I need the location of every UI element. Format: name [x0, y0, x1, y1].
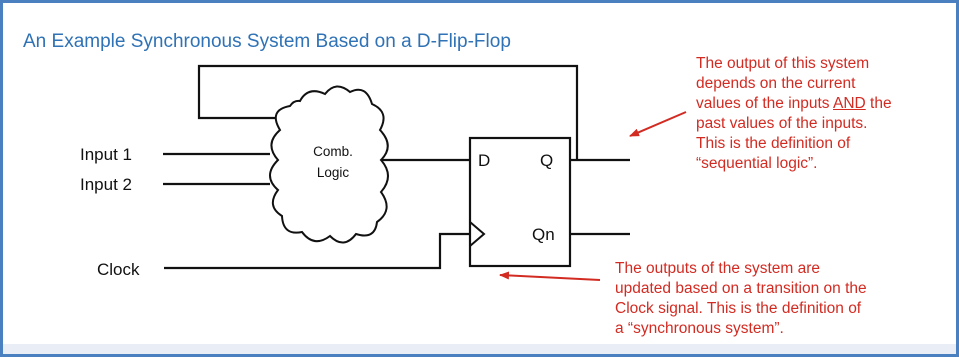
- flipflop-d-label: D: [478, 151, 490, 170]
- clock-label: Clock: [97, 260, 140, 279]
- clock-annotation: The outputs of the system are updated ba…: [615, 259, 867, 339]
- slide-title: An Example Synchronous System Based on a…: [23, 31, 511, 52]
- feedback-wire: [197, 64, 579, 160]
- output-annotation-line: The output of this system: [696, 55, 870, 72]
- clock-annotation-line: The outputs of the system are: [615, 260, 821, 277]
- clock-annotation-line: a “synchronous system”.: [615, 320, 784, 337]
- input-1-label: Input 1: [80, 145, 132, 164]
- output-annotation-text: the: [865, 95, 892, 112]
- flipflop-q-label: Q: [540, 151, 553, 170]
- output-annotation-text: values of the inputs: [696, 95, 834, 112]
- output-annotation-line: past values of the inputs.: [696, 115, 868, 132]
- input-2-label: Input 2: [80, 175, 132, 194]
- d-flip-flop: [468, 136, 572, 268]
- comb-logic-label-line2: Logic: [317, 165, 350, 180]
- comb-logic-cloud: [269, 85, 389, 244]
- output-annotation-arrow: [629, 111, 687, 137]
- output-annotation-line: values of the inputs AND the: [696, 94, 892, 114]
- clock-triangle-icon: [469, 221, 486, 247]
- and-emphasis: AND: [833, 95, 866, 112]
- output-annotation: The output of this system depends on the…: [696, 54, 892, 174]
- clock-annotation-line: Clock signal. This is the definition of: [615, 300, 862, 317]
- clock-wire: [164, 232, 470, 270]
- clock-annotation-arrow: [499, 271, 601, 281]
- comb-logic-label-line1: Comb.: [313, 144, 353, 159]
- clock-annotation-line: updated based on a transition on the: [615, 280, 867, 297]
- circuit-diagram: Comb. Logic D Q Qn Input 1 Input 2 Clock: [80, 64, 687, 281]
- bottom-band: [3, 344, 956, 354]
- output-annotation-line: “sequential logic”.: [696, 155, 818, 172]
- flipflop-qn-label: Qn: [532, 225, 555, 244]
- output-annotation-line: depends on the current: [696, 75, 856, 92]
- output-annotation-line: This is the definition of: [696, 135, 851, 152]
